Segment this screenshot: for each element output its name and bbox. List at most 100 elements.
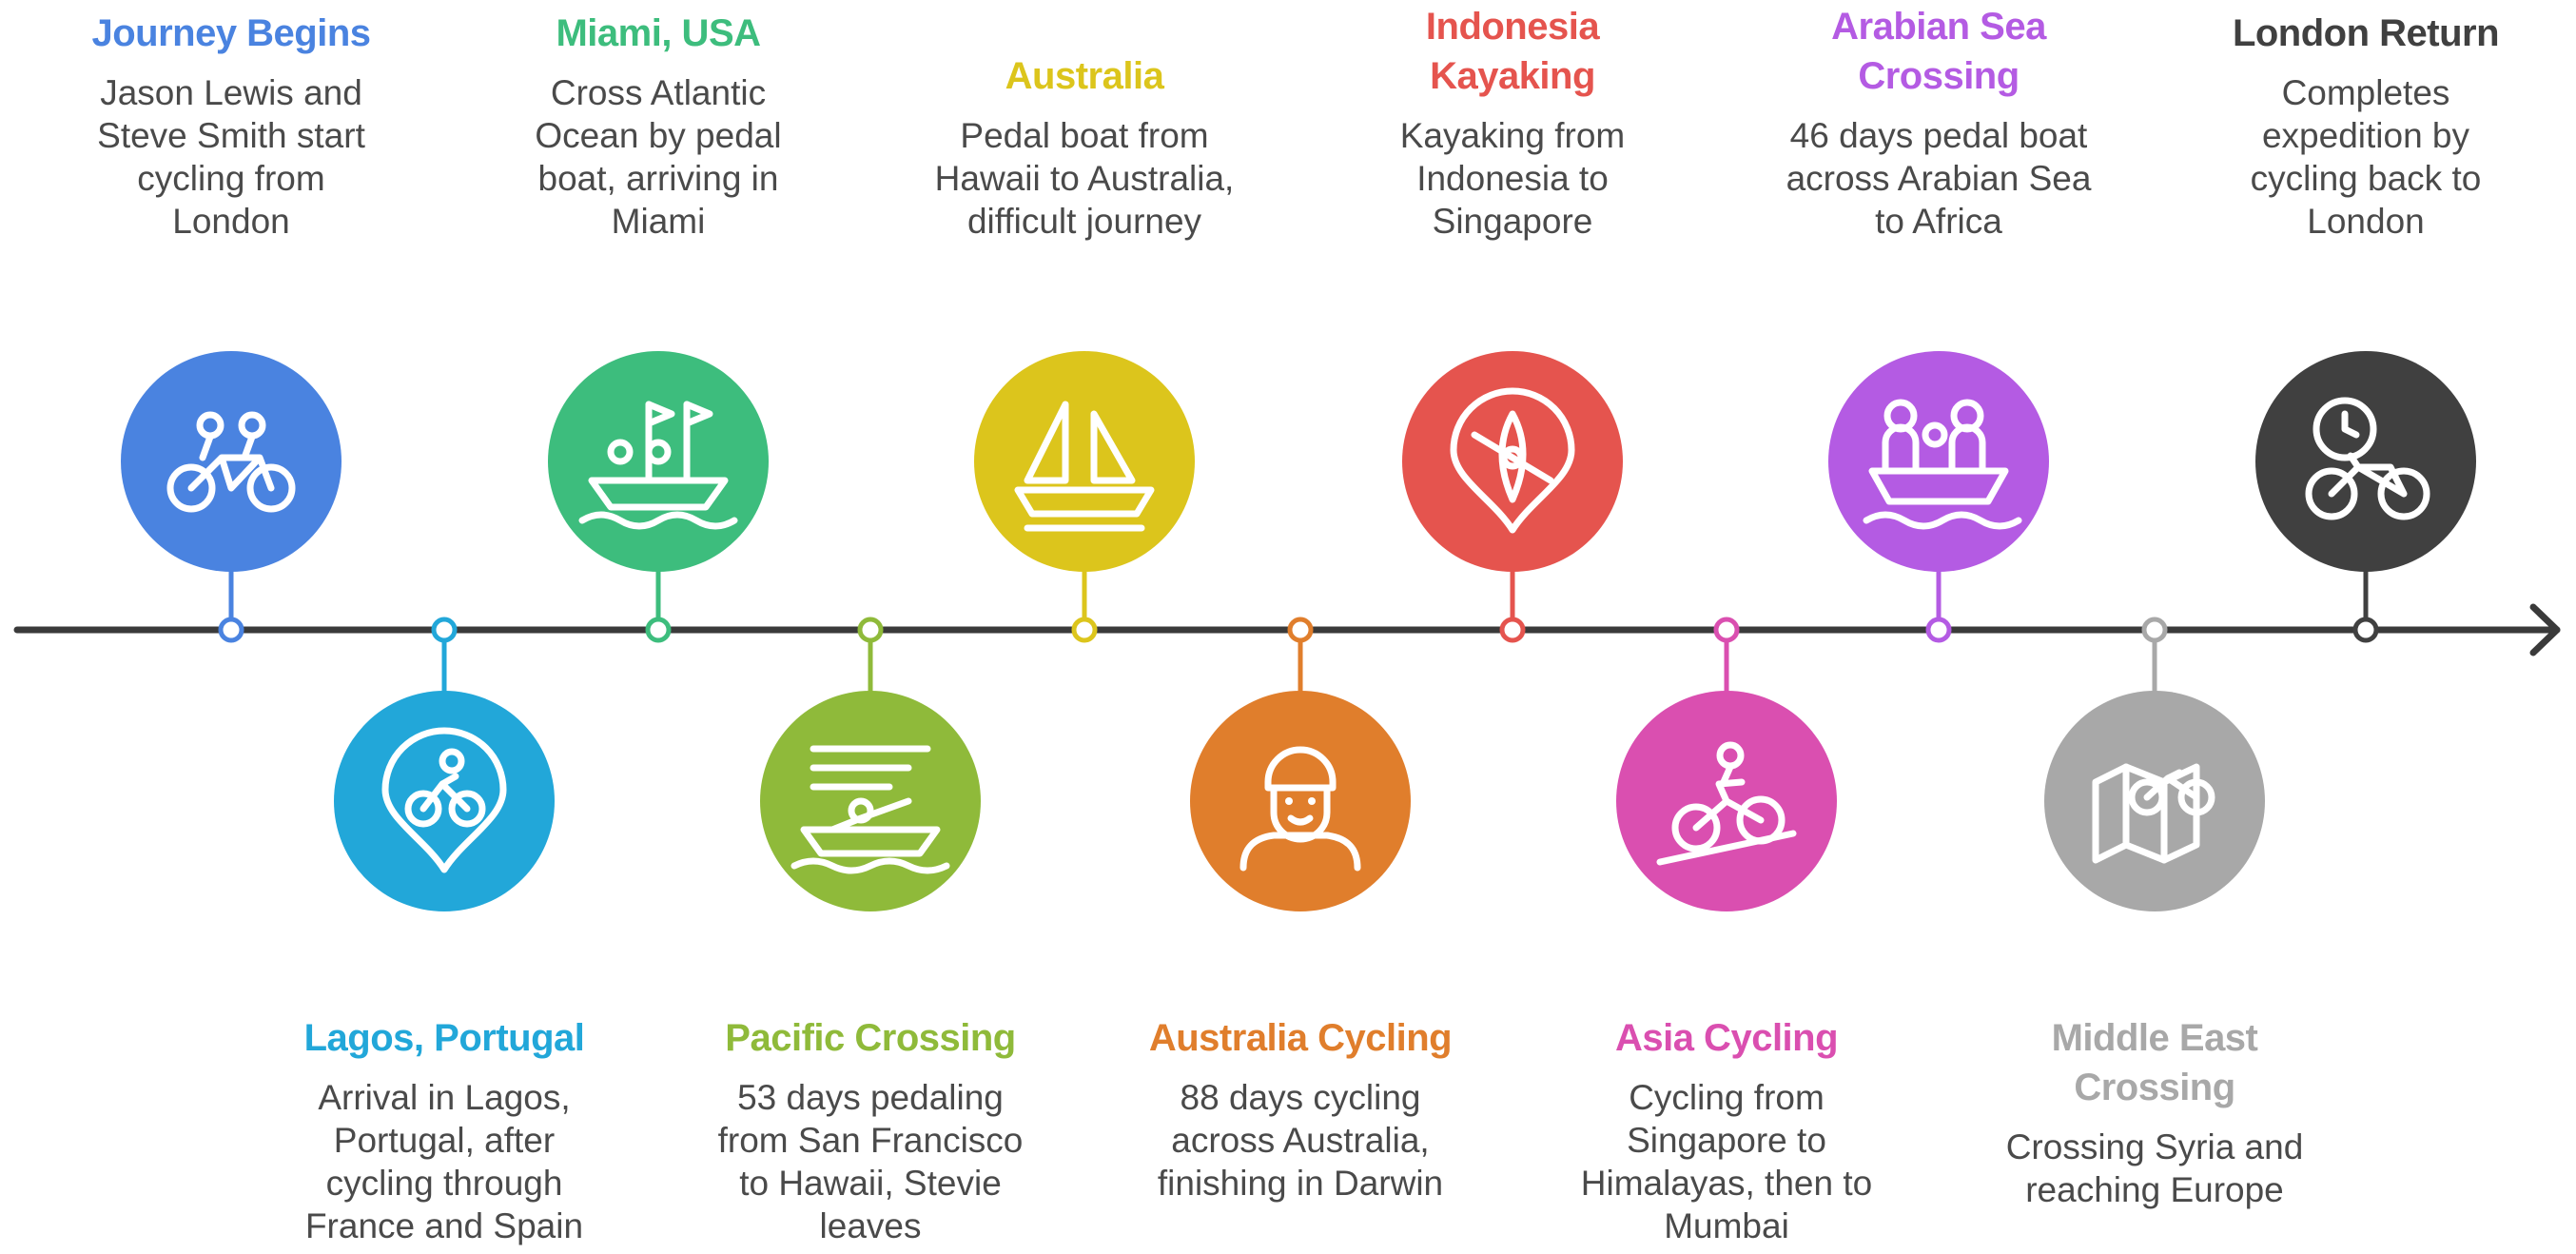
event-desc-line: across Arabian Sea (1786, 159, 2092, 198)
timeline-marker (1713, 617, 1740, 643)
event-desc-line: Completes (2281, 73, 2450, 112)
timeline-marker (1071, 617, 1098, 643)
timeline-marker (431, 617, 458, 643)
event-desc-line: Himalayas, then to (1580, 1164, 1873, 1203)
timeline-marker (2352, 617, 2379, 643)
event-desc-line: Singapore (1432, 202, 1593, 241)
event-circle (2044, 691, 2265, 911)
event-circle (1828, 351, 2049, 572)
event-title: Australia Cycling (1091, 1013, 1510, 1063)
event-desc-line: to Hawaii, Stevie (739, 1164, 1002, 1203)
event-title: Miami, USA (449, 9, 868, 58)
event-title-line: Middle East (2051, 1017, 2258, 1059)
event-description: 53 days pedaling from San Francisco to Haw… (661, 1076, 1080, 1247)
event-miami-usa (548, 351, 769, 643)
event-title-line: Crossing (2074, 1067, 2235, 1108)
tandem-bicycle-icon (166, 411, 296, 513)
timeline-marker (218, 617, 244, 643)
event-title-line: Lagos, Portugal (303, 1017, 585, 1059)
event-text-australia-cycling: Australia Cycling 88 days cycling across A… (1091, 1013, 1510, 1205)
event-desc-line: Ocean by pedal (535, 116, 782, 155)
event-desc-line: Kayaking from (1399, 116, 1626, 155)
event-desc-line: Miami (611, 202, 706, 241)
event-desc-line: Cross Atlantic (550, 73, 767, 112)
cyclist-location-pin-icon (381, 727, 507, 873)
event-desc-line: France and Spain (304, 1206, 584, 1245)
event-title-line: London Return (2232, 12, 2500, 54)
clock-bicycle-icon (2305, 397, 2430, 520)
event-title: Lagos, Portugal (235, 1013, 654, 1063)
event-circle (2255, 351, 2476, 572)
event-title-line: Journey Begins (91, 12, 371, 54)
boat-with-flags-icon (578, 401, 738, 530)
event-australia-cycling (1190, 617, 1411, 911)
timeline-arrowhead (2529, 603, 2561, 656)
event-desc-line: 46 days pedal boat (1789, 116, 2088, 155)
uphill-cyclist-icon (1656, 741, 1797, 866)
event-desc-line: 88 days cycling (1180, 1078, 1421, 1117)
event-asia-cycling (1616, 617, 1837, 911)
event-indonesia-kayaking (1402, 351, 1623, 643)
event-desc-line: Mumbai (1664, 1206, 1789, 1245)
event-description: 46 days pedal boat across Arabian Sea to A… (1729, 114, 2148, 243)
event-desc-line: London (2307, 202, 2425, 241)
event-desc-line: Cycling from (1629, 1078, 1825, 1117)
timeline-marker (1499, 617, 1526, 643)
event-title-line: Pacific Crossing (725, 1017, 1016, 1059)
timeline-marker (2141, 617, 2168, 643)
event-desc-line: Arrival in Lagos, (318, 1078, 571, 1117)
event-desc-line: Singapore to (1627, 1121, 1826, 1160)
event-title-line: Arabian Sea (1831, 6, 2046, 48)
event-title-line: Kayaking (1430, 55, 1595, 97)
event-journey-begins (121, 351, 342, 643)
event-title-line: Asia Cycling (1614, 1017, 1839, 1059)
event-desc-line: Portugal, after (333, 1121, 556, 1160)
timeline-marker (857, 617, 884, 643)
event-title-line: Australia Cycling (1148, 1017, 1453, 1059)
event-desc-line: to Africa (1875, 202, 2002, 241)
event-circle (1190, 691, 1411, 911)
event-title: London Return (2156, 9, 2575, 58)
event-desc-line: across Australia, (1171, 1121, 1430, 1160)
timeline-marker (1287, 617, 1314, 643)
event-circle (974, 351, 1195, 572)
event-title-line: Australia (1005, 55, 1164, 97)
event-desc-line: difficult journey (966, 202, 1202, 241)
rowing-boat-icon (790, 745, 950, 874)
event-title-line: Crossing (1858, 55, 2020, 97)
event-desc-line: from San Francisco (717, 1121, 1024, 1160)
event-desc-line: Hawaii to Australia, (934, 159, 1235, 198)
timeline-marker (1925, 617, 1952, 643)
event-text-pacific-crossing: Pacific Crossing 53 days pedaling from San… (661, 1013, 1080, 1247)
event-title: Pacific Crossing (661, 1013, 1080, 1063)
event-circle (760, 691, 981, 911)
event-title-line: Miami, USA (556, 12, 761, 54)
event-desc-line: 53 days pedaling (737, 1078, 1004, 1117)
sailboat-icon (1014, 401, 1155, 532)
cyclist-helmet-icon (1239, 746, 1361, 872)
event-desc-line: cycling back to (2250, 159, 2482, 198)
event-desc-line: Indonesia to (1416, 159, 1609, 198)
timeline-marker (645, 617, 672, 643)
event-title: Australia (875, 51, 1294, 101)
